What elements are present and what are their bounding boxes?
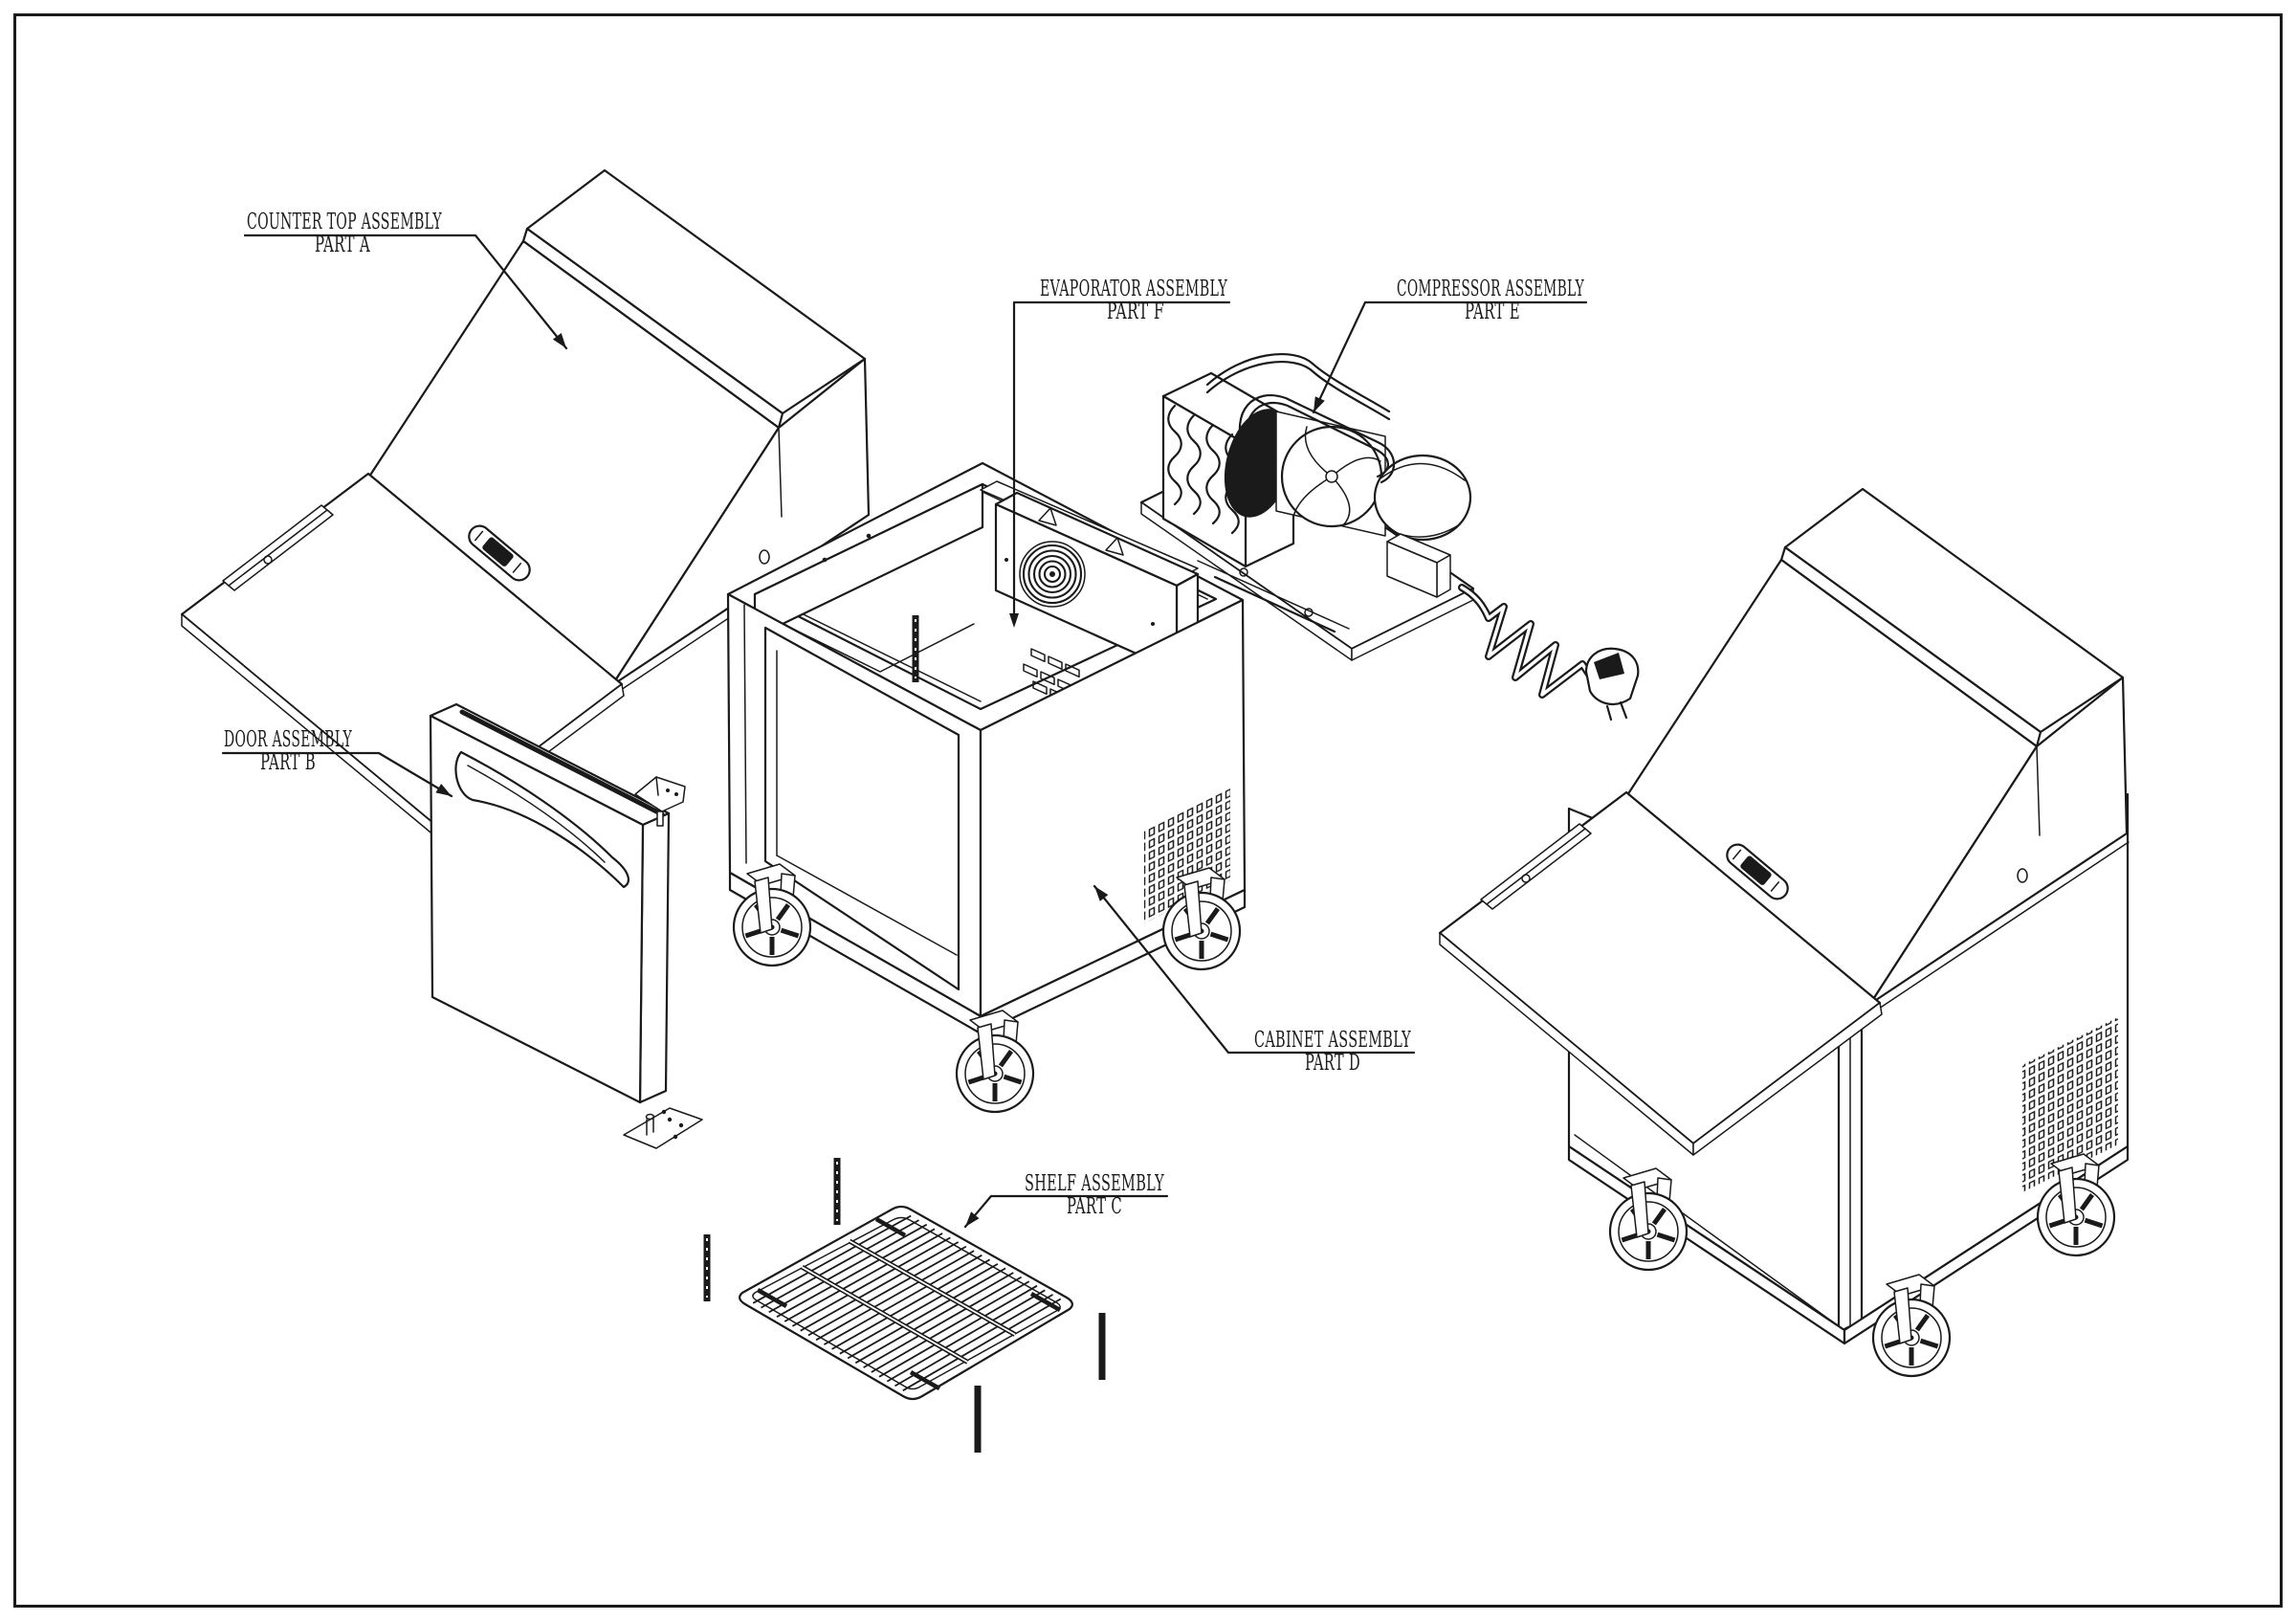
unit-door-bottom-gap [1574, 1134, 1840, 1327]
callout-counter-top: COUNTER TOP ASSEMBLY PART A [243, 210, 568, 350]
door-handle-inner-line [467, 765, 606, 863]
shelf-corner-hooks [756, 1217, 1062, 1390]
callout-door-title: DOOR ASSEMBLY [224, 727, 352, 752]
cabinet-front-post-line [743, 604, 747, 864]
callout-compressor: COMPRESSOR ASSEMBLY PART E [1312, 277, 1588, 414]
shelf-clip-4 [974, 1386, 982, 1453]
cabinet-door-opening [763, 626, 960, 991]
shelf-wire [854, 1272, 1014, 1365]
sheet-border [13, 13, 2283, 1608]
condenser-front-face [1161, 394, 1247, 568]
refrigerant-pipes [1205, 353, 1396, 484]
callout-compressor-title: COMPRESSOR ASSEMBLY [1397, 277, 1584, 301]
cabinet-vent-grid [1144, 788, 1230, 923]
shelf-outer-frame [739, 1205, 1073, 1401]
shelf-wire [871, 1280, 1030, 1373]
compressor-dome [1373, 454, 1472, 542]
callout-evaporator-title: EVAPORATOR ASSEMBLY [1040, 277, 1227, 301]
door-bottom-hinge [623, 1107, 703, 1149]
callout-cabinet-part: PART D [1305, 1051, 1360, 1076]
callout-compressor-arrow [1314, 396, 1325, 412]
cabinet-assembly [726, 461, 1247, 1112]
callout-counter-top-title: COUNTER TOP ASSEMBLY [247, 210, 442, 234]
callout-door-leader [221, 751, 453, 798]
shelf-wire [815, 1250, 975, 1342]
callout-cabinet: CABINET ASSEMBLY PART D [1093, 884, 1416, 1076]
shelf-wire [768, 1223, 928, 1314]
callout-cabinet-leader [1093, 884, 1416, 1055]
callout-evaporator-part: PART F [1107, 300, 1164, 324]
callout-evaporator-leader [1012, 300, 1231, 622]
unit-vent-grid [2022, 1017, 2118, 1192]
callout-cabinet-arrow [1094, 886, 1109, 901]
shelf-wire [761, 1219, 919, 1309]
shelf-wire [894, 1294, 1053, 1388]
junction-box [1386, 533, 1451, 598]
shelf-wire [807, 1245, 967, 1337]
shelf-wire [784, 1232, 943, 1322]
condenser-fan [1280, 425, 1383, 528]
shelf-wire [839, 1263, 999, 1355]
base-plate-slot [1213, 575, 1336, 633]
shelf-wire [800, 1241, 960, 1332]
rim-screw-1 [822, 557, 828, 563]
callout-compressor-part: PART E [1465, 300, 1520, 324]
shelf-wire [752, 1214, 912, 1304]
power-plug [1584, 647, 1640, 722]
mount-bolt-1 [1239, 567, 1248, 577]
shelf-clip-1 [832, 1157, 842, 1226]
callout-counter-top-part: PART A [315, 233, 370, 257]
shelf-wire [823, 1254, 982, 1345]
callout-shelf-arrow [965, 1211, 980, 1227]
assembled-unit [1438, 487, 2130, 1376]
door-gasket [459, 709, 665, 817]
evaporator-bracket-right [1105, 537, 1124, 556]
shelf-assembly [702, 1157, 1106, 1453]
cabinet-interior-floor-line [776, 855, 958, 956]
callout-counter-top-leader [243, 233, 568, 350]
rim-screw-2 [866, 533, 872, 539]
shelf-clip-3 [1098, 1313, 1106, 1380]
shelf-cross-rails [801, 1238, 1017, 1365]
shelf-wire [776, 1228, 936, 1318]
shelf-wire [902, 1298, 1062, 1391]
door-assembly [429, 702, 703, 1149]
callout-evaporator: EVAPORATOR ASSEMBLY PART F [1009, 277, 1231, 628]
door-handle [454, 750, 629, 889]
callout-shelf-title: SHELF ASSEMBLY [1025, 1171, 1164, 1196]
callout-counter-top-arrow [552, 333, 566, 348]
shelf-wire [847, 1267, 1006, 1360]
shelf-inner-frame [752, 1216, 1061, 1390]
mount-bolt-2 [1304, 608, 1314, 617]
door-side-band [638, 811, 671, 1104]
base-plate-groove [1197, 560, 1350, 630]
evaporator-bracket-left [1038, 507, 1057, 526]
callout-door-arrow [435, 784, 452, 796]
shelf-clip-2 [702, 1233, 712, 1302]
compressor-assembly [1139, 353, 1640, 722]
callout-compressor-leader [1312, 300, 1588, 414]
door-front-face [429, 714, 645, 1104]
callout-door-part: PART B [260, 750, 316, 775]
shelf-wire [886, 1289, 1046, 1383]
callout-door: DOOR ASSEMBLY PART B [221, 727, 453, 798]
callout-cabinet-title: CABINET ASSEMBLY [1254, 1028, 1411, 1053]
callout-shelf-part: PART C [1067, 1194, 1122, 1219]
shelf-wire [878, 1284, 1038, 1378]
callout-evaporator-arrow [1009, 613, 1019, 628]
shelf-wire [831, 1258, 991, 1350]
shelf-wires [752, 1214, 1062, 1391]
evaporator-fan-spiral [1019, 541, 1086, 608]
shelf-wire [791, 1236, 951, 1327]
cabinet-pilaster-right [911, 614, 920, 683]
callouts: COUNTER TOP ASSEMBLY PART A EVAPORATOR A… [221, 210, 1588, 1229]
callout-shelf: SHELF ASSEMBLY PART C [963, 1171, 1169, 1229]
power-cord [1458, 584, 1594, 699]
shelf-wire [863, 1276, 1023, 1368]
door-top-hinge [634, 776, 686, 827]
